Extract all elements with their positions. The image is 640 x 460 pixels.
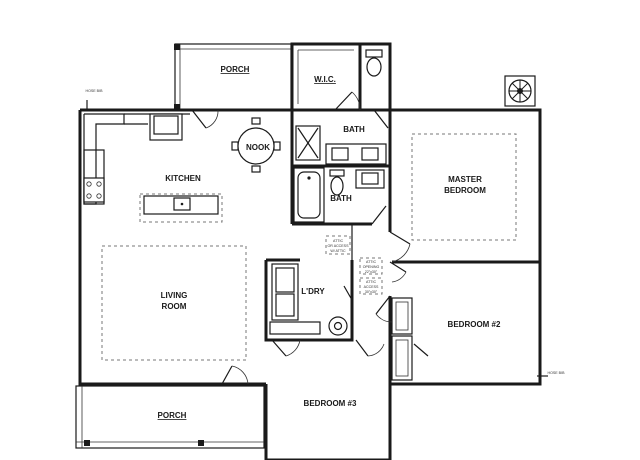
room-label-bedroom-3: BEDROOM #3 (304, 399, 357, 408)
master-bedroom: MASTER BEDROOM (389, 133, 517, 283)
laundry: L'DRY (269, 263, 385, 357)
room-label-bath-top: BATH (343, 125, 365, 134)
hvac-condenser-icon (504, 75, 536, 107)
svg-text:30"x30": 30"x30" (365, 290, 378, 294)
svg-text:ATTIC: ATTIC (366, 260, 377, 264)
living-room: LIVING ROOM (101, 245, 249, 385)
porch-post (198, 440, 204, 446)
hose-bib-top: HOSE BIB (86, 89, 104, 110)
door (334, 91, 353, 111)
svg-text:OR ACCESS: OR ACCESS (328, 244, 350, 248)
bath-top: BATH (295, 109, 389, 165)
bedroom-2: BEDROOM #2 (375, 295, 501, 381)
porch-post (174, 104, 180, 110)
porch-post (84, 440, 90, 446)
sink-icon (173, 197, 191, 211)
washer (275, 267, 295, 293)
room-label-laundry: L'DRY (301, 287, 325, 296)
room-label-porch-top: PORCH (221, 65, 250, 74)
water-heater-icon (328, 316, 348, 336)
svg-text:ACCESS: ACCESS (364, 285, 379, 289)
porch-bottom: PORCH (75, 385, 265, 449)
exterior-walls (78, 108, 542, 460)
kitchen: KITCHEN (83, 109, 223, 223)
room-label-kitchen: KITCHEN (165, 174, 201, 183)
porch-top: PORCH (174, 43, 292, 111)
nook: NOOK (231, 117, 281, 173)
porch-post (174, 44, 180, 50)
dining-table-icon (231, 117, 281, 173)
room-label-living-1: LIVING (161, 291, 188, 300)
svg-text:ATTIC: ATTIC (366, 280, 377, 284)
attic-note-1: ATTIC OR ACCESS W/ ATTIC (325, 235, 351, 255)
bedroom-3: BEDROOM #3 (266, 399, 390, 460)
kitchen-island (143, 195, 219, 215)
svg-text:HOSE BIB: HOSE BIB (86, 89, 104, 93)
room-label-master-2: BEDROOM (444, 186, 486, 195)
room-label-bedroom-2: BEDROOM #2 (448, 320, 501, 329)
svg-text:22"x30": 22"x30" (365, 270, 378, 274)
svg-text:HOSE BIB: HOSE BIB (548, 371, 566, 375)
bathtub-icon (293, 167, 325, 223)
room-label-porch-bottom: PORCH (158, 411, 187, 420)
room-label-living-2: ROOM (162, 302, 187, 311)
refrigerator (149, 113, 183, 141)
toilet-icon (329, 169, 345, 196)
bath-lower: BATH (293, 167, 387, 225)
wic: W.I.C. (290, 42, 392, 112)
room-label-master-1: MASTER (448, 175, 482, 184)
svg-text:W/ ATTIC: W/ ATTIC (330, 249, 346, 253)
svg-text:ATTIC: ATTIC (333, 239, 344, 243)
dryer (275, 293, 295, 317)
attic-note-2: ATTIC OPENING 22"x30" (359, 257, 383, 275)
svg-text:OPENING: OPENING (363, 265, 380, 269)
room-label-wic: W.I.C. (314, 75, 336, 84)
attic-note-3: ATTIC ACCESS 30"x30" (359, 277, 383, 295)
toilet-icon (365, 49, 383, 77)
interior-walls (264, 110, 540, 384)
range-icon (83, 177, 105, 203)
room-label-bath-lower: BATH (330, 194, 352, 203)
room-label-nook: NOOK (246, 143, 270, 152)
